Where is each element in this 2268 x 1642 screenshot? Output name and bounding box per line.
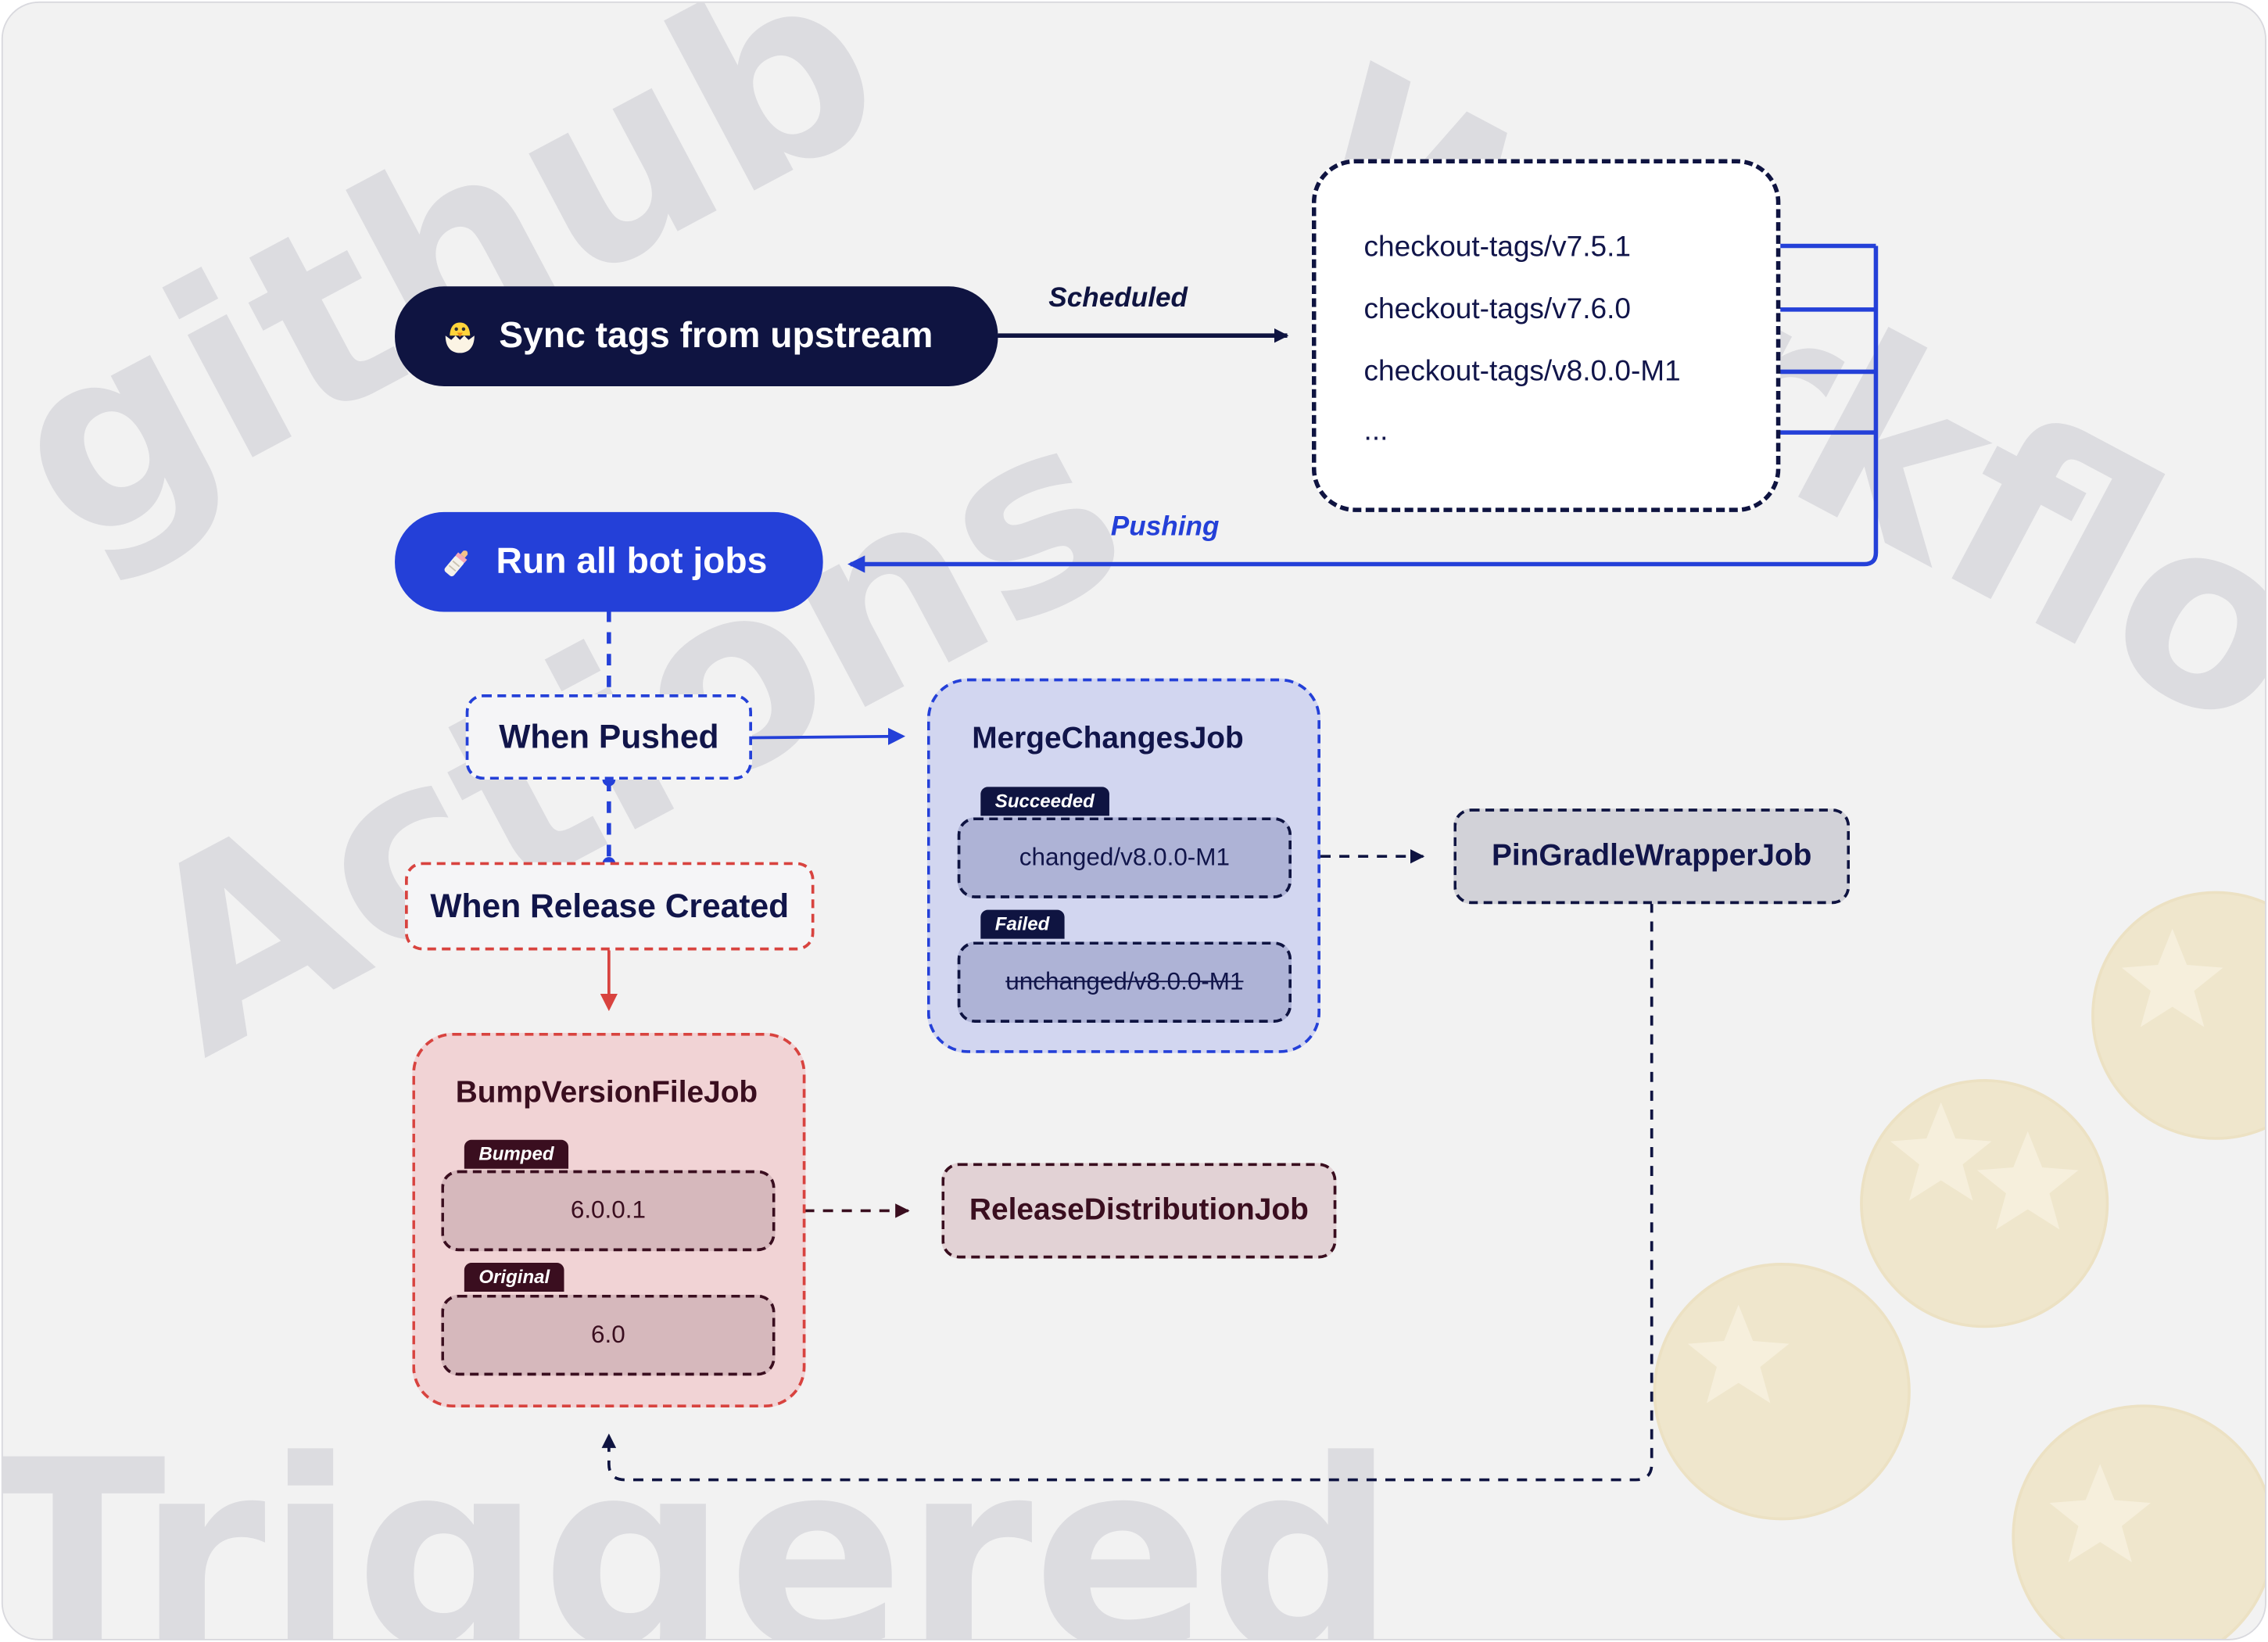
scheduled-label: Scheduled — [1048, 283, 1188, 314]
changed-branch-label: changed/v8.0.0-M1 — [1019, 843, 1230, 871]
pushing-bus — [847, 243, 1879, 573]
pushed-to-merge-arrow — [751, 727, 906, 745]
run-all-bot-jobs-trigger[interactable]: Run all bot jobs — [395, 511, 823, 612]
branch-item[interactable]: ... — [1363, 414, 1388, 447]
pin-gradle-wrapper-job-title: PinGradleWrapperJob — [1491, 839, 1812, 873]
release-distribution-job[interactable]: ReleaseDistributionJob — [941, 1163, 1337, 1259]
bumped-version-label: 6.0.0.1 — [570, 1196, 647, 1224]
pin-gradle-wrapper-job[interactable]: PinGradleWrapperJob — [1453, 808, 1851, 905]
baby-bottle-icon — [444, 550, 468, 576]
unchanged-branch-label: unchanged/v8.0.0-M1 — [1005, 967, 1244, 995]
sync-tags-label: Sync tags from upstream — [499, 315, 933, 357]
failed-tag: Failed — [980, 909, 1064, 939]
branches-box — [1311, 159, 1781, 512]
succeeded-tag: Succeeded — [980, 787, 1109, 816]
when-pushed-label: When Pushed — [499, 717, 719, 755]
when-pushed-condition[interactable]: When Pushed — [465, 694, 752, 780]
original-version-output[interactable]: 6.0 — [441, 1294, 776, 1376]
watermark-triggered: Triggered — [1, 1406, 1396, 1640]
branch-item[interactable]: checkout-tags/v7.6.0 — [1363, 293, 1631, 326]
merge-changes-job-title: MergeChangesJob — [972, 722, 1244, 755]
branch-item[interactable]: checkout-tags/v8.0.0-M1 — [1363, 356, 1681, 388]
bump-version-file-job-title: BumpVersionFileJob — [455, 1076, 758, 1110]
when-release-created-label: When Release Created — [430, 887, 790, 925]
original-tag: Original — [464, 1263, 564, 1292]
unchanged-branch-output[interactable]: unchanged/v8.0.0-M1 — [957, 941, 1292, 1023]
sync-tags-trigger[interactable]: Sync tags from upstream — [395, 286, 998, 386]
branch-item[interactable]: checkout-tags/v7.5.1 — [1363, 231, 1631, 264]
run-all-label: Run all bot jobs — [496, 540, 768, 582]
bumped-version-output[interactable]: 6.0.0.1 — [441, 1170, 776, 1252]
when-release-created-condition[interactable]: When Release Created — [405, 862, 815, 951]
hatching-chick-icon — [445, 321, 475, 353]
changed-branch-output[interactable]: changed/v8.0.0-M1 — [957, 817, 1292, 898]
bumped-tag: Bumped — [464, 1139, 569, 1169]
release-distribution-job-title: ReleaseDistributionJob — [969, 1193, 1309, 1227]
star-struck-faces-icon — [1653, 891, 2266, 1640]
original-version-label: 6.0 — [591, 1321, 625, 1349]
pushing-label: Pushing — [1110, 511, 1220, 543]
